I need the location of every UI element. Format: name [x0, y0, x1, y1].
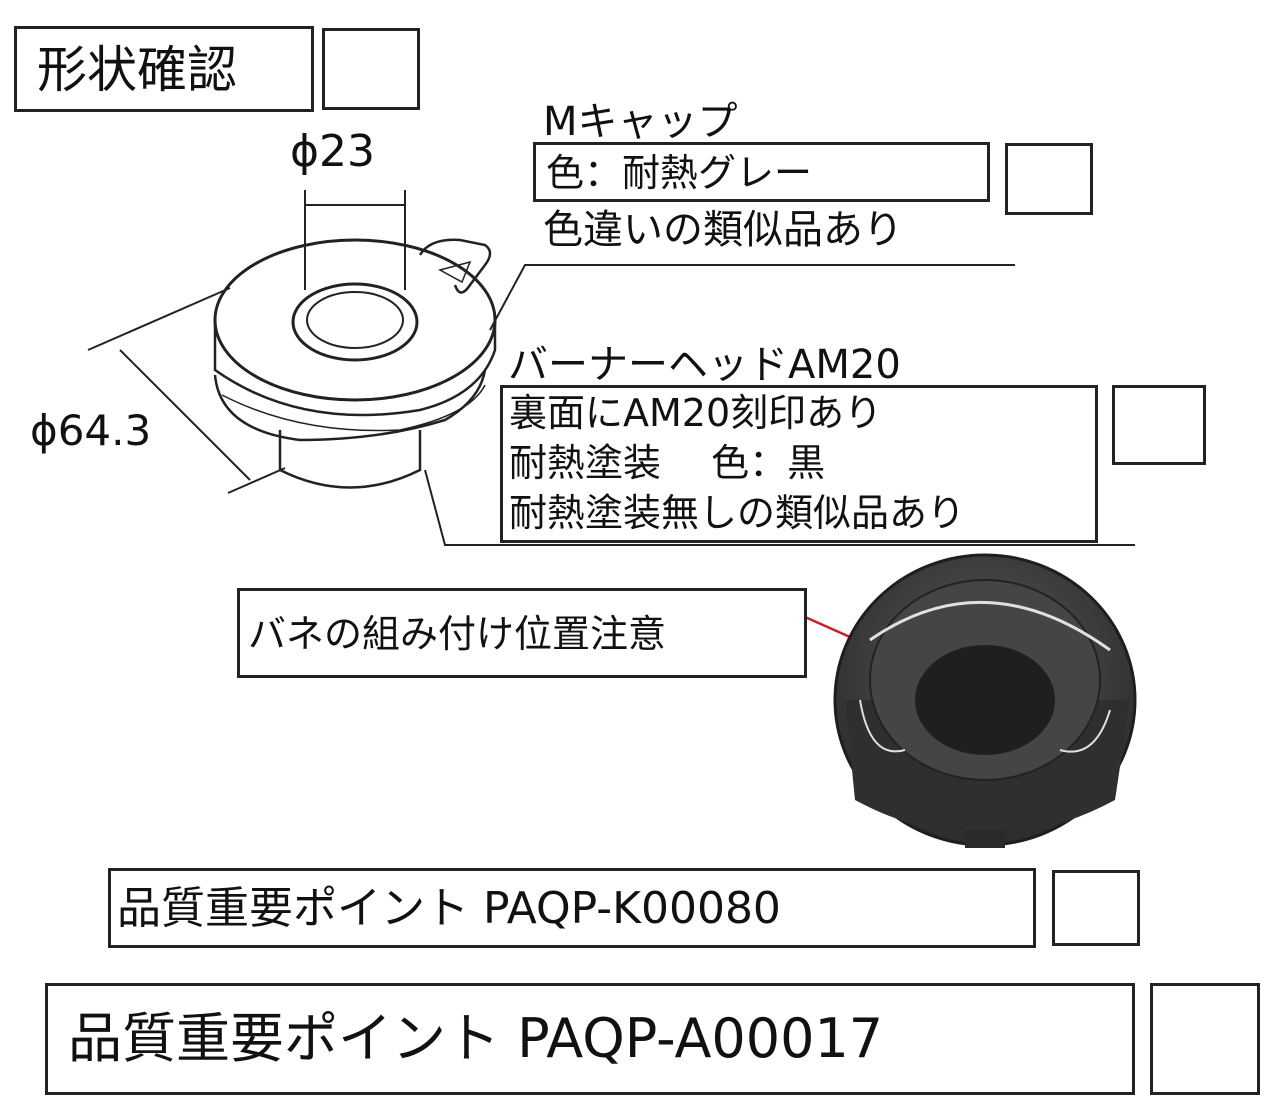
m-cap-similar-note: 色違いの類似品あり	[543, 207, 903, 253]
quality-point-checkbox-2[interactable]	[1150, 983, 1260, 1095]
spring-note-box: バネの組み付け位置注意	[237, 588, 807, 678]
burner-head-line-3: 耐熱塗装無しの類似品あり	[509, 491, 966, 535]
outer-diameter-label: ϕ64.3	[30, 406, 152, 455]
burner-head-checkbox[interactable]	[1112, 385, 1206, 465]
m-cap-color-box: 色：耐熱グレー	[533, 142, 990, 202]
inner-diameter-label: ϕ23	[290, 126, 376, 177]
m-cap-checkbox[interactable]	[1005, 143, 1093, 215]
burner-head-line-1: 裏面にAM20刻印あり	[509, 391, 883, 435]
burner-head-label: バーナーヘッドAM20	[508, 342, 901, 388]
m-cap-color-text: 色：耐熱グレー	[546, 151, 813, 195]
burner-head-info-box: 裏面にAM20刻印あり 耐熱塗装 色：黒 耐熱塗装無しの類似品あり	[500, 385, 1098, 543]
m-cap-label: Mキャップ	[543, 99, 738, 145]
quality-point-checkbox-1[interactable]	[1052, 870, 1140, 946]
quality-point-box-2: 品質重要ポイント PAQP-A00017	[45, 983, 1135, 1095]
quality-point-box-1: 品質重要ポイント PAQP-K00080	[108, 868, 1036, 948]
burner-head-line-2: 耐熱塗装 色：黒	[509, 441, 826, 485]
quality-point-text-1: 品質重要ポイント PAQP-K00080	[117, 883, 781, 934]
page-title: 形状確認	[37, 41, 237, 99]
title-checkbox[interactable]	[322, 28, 420, 110]
spring-note-text: バネの組み付け位置注意	[248, 612, 667, 656]
title-box: 形状確認	[14, 26, 314, 112]
quality-point-text-2: 品質重要ポイント PAQP-A00017	[68, 1007, 884, 1070]
